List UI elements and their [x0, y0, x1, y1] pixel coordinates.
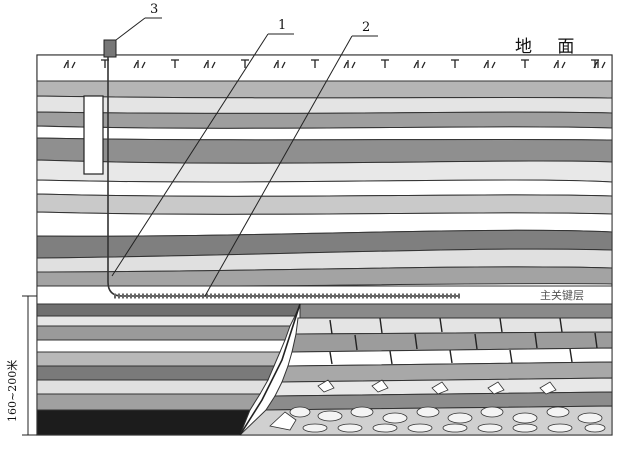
caved-rubble [269, 379, 606, 433]
stratum-8 [36, 193, 613, 215]
callout-3-leader [115, 17, 146, 41]
depth-label: 160~200米 [6, 359, 19, 422]
grass-mark [413, 60, 426, 69]
borehole [107, 57, 460, 297]
sapling-mark [311, 59, 319, 68]
stratum-2 [36, 95, 613, 114]
lower-strata-intact [36, 303, 301, 436]
callout-3-label: 3 [150, 2, 159, 17]
grass-mark [593, 60, 606, 69]
stratum-4 [36, 125, 613, 141]
surface-vegetation [63, 59, 606, 69]
sapling-mark [381, 59, 389, 68]
stratum-1 [36, 80, 613, 99]
sapling-mark [241, 59, 249, 68]
callout-1-label: 1 [278, 18, 287, 33]
well-casing [83, 95, 104, 175]
overburden-strata [36, 80, 613, 287]
sapling-mark [451, 59, 459, 68]
grass-mark [63, 60, 76, 69]
drill-rig [103, 39, 117, 58]
stratum-5 [36, 137, 613, 164]
callout-2-leader [204, 35, 353, 297]
stratum-3 [36, 111, 613, 129]
coal-seam-label: 主关键层 [540, 289, 584, 302]
callout-1-leader [111, 33, 269, 277]
callout-2-label: 2 [362, 20, 371, 35]
sapling-mark [171, 59, 179, 68]
sapling-mark [521, 59, 529, 68]
grass-mark [553, 60, 566, 69]
block-joints [329, 317, 598, 365]
surface-label: 地 面 [515, 37, 585, 57]
stratum-7 [36, 179, 613, 197]
stratum-6 [36, 159, 613, 183]
grass-mark [133, 60, 146, 69]
grass-mark [483, 60, 496, 69]
surface-soil-band [36, 54, 613, 82]
grass-mark [203, 60, 216, 69]
grass-mark [343, 60, 356, 69]
grass-mark [273, 60, 286, 69]
fracture-line [239, 303, 301, 436]
